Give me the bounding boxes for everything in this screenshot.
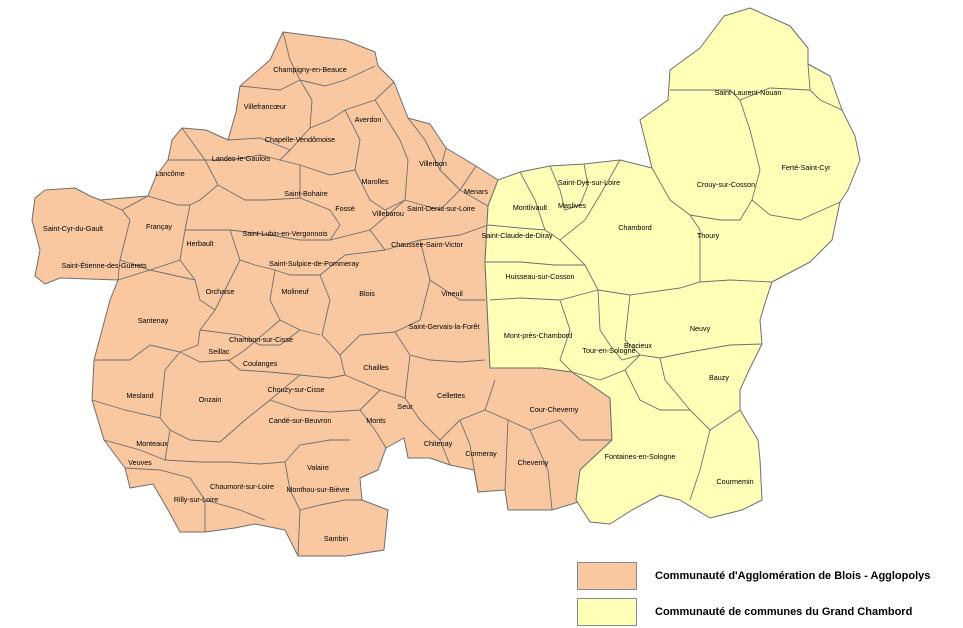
commune-label: Fontaines-en-Sologne (605, 452, 676, 461)
commune-label: Chaumont-sur-Loire (210, 482, 274, 491)
commune-label: Courmemin (716, 477, 753, 486)
commune-labels: Champigny-en-BeauceVillefrancœurAverdonC… (43, 65, 831, 543)
commune-label: Veuves (128, 458, 152, 467)
commune-label: Menars (464, 187, 488, 196)
commune-label: Cheverny (518, 458, 549, 467)
commune-label: Landes-le-Gaulois (212, 154, 271, 163)
commune-label: Monteaux (136, 439, 168, 448)
commune-label: Molineuf (281, 287, 308, 296)
commune-label: Maslives (558, 201, 586, 210)
commune-label: Saint-Sulpice-de-Pommeray (269, 259, 359, 268)
commune-label: Valaire (307, 463, 329, 472)
commune-label: Saint-Denis-sur-Loire (407, 204, 475, 213)
commune-label: Villerbon (419, 159, 447, 168)
commune-label: Santenay (138, 316, 169, 325)
commune-label: Cellettes (437, 391, 465, 400)
commune-label: Saint-Étienne-des-Guérets (61, 261, 147, 270)
commune-label: Chapelle-Vendômoise (265, 135, 335, 144)
commune-label: Huisseau-sur-Cosson (505, 272, 574, 281)
legend-swatch-grand-chambord (577, 598, 637, 626)
commune-label: Bracieux (624, 341, 652, 350)
commune-label: Villebarou (372, 209, 404, 218)
commune-label: Chambon-sur-Cisse (229, 335, 293, 344)
legend-label-agglopolys: Communauté d'Agglomération de Blois - Ag… (655, 570, 931, 582)
commune-label: Cormeray (465, 449, 497, 458)
commune-label: Bauzy (709, 373, 729, 382)
commune-label: Monts (366, 416, 386, 425)
commune-label: Marolles (361, 177, 389, 186)
commune-label: Saint-Claude-de-Diray (481, 231, 553, 240)
commune-label: Chailles (363, 363, 389, 372)
grand-chambord-region (484, 7, 861, 525)
commune-label: Ferté-Saint-Cyr (781, 163, 831, 172)
commune-label: Seillac (208, 347, 230, 356)
commune-label: Montlivault (513, 203, 547, 212)
commune-label: Saint-Bohaire (284, 189, 328, 198)
commune-label: Cour-Cheverny (530, 405, 579, 414)
commune-label: Saint-Cyr-du-Gault (43, 224, 103, 233)
commune-label: Champigny-en-Beauce (273, 65, 347, 74)
commune-label: Seur (397, 402, 413, 411)
commune-label: Sambin (324, 534, 348, 543)
commune-label: Chambord (618, 223, 652, 232)
commune-label: Thoury (697, 231, 720, 240)
commune-label: Fossé (335, 204, 355, 213)
commune-label: Vineuil (441, 289, 463, 298)
commune-label: Françay (146, 222, 172, 231)
commune-label: Rilly-sur-Loire (174, 495, 218, 504)
commune-label: Crouy-sur-Cosson (697, 180, 755, 189)
commune-label: Tour-en-Sologne (582, 346, 635, 355)
legend-item-grand-chambord: Communauté de communes du Grand Chambord (577, 598, 962, 628)
commune-label: Chouzy-sur-Cisse (267, 385, 324, 394)
commune-label: Saint-Laurent-Nouan (715, 88, 782, 97)
commune-label: Coulanges (243, 359, 278, 368)
commune-label: Chaussée-Saint-Victor (391, 240, 463, 249)
commune-label: Mont-près-Chambord (504, 331, 572, 340)
commune-label: Mesland (126, 391, 153, 400)
commune-label: Neuvy (690, 324, 711, 333)
commune-label: Lancôme (155, 169, 185, 178)
commune-label: Herbault (186, 239, 213, 248)
legend-label-grand-chambord: Communauté de communes du Grand Chambord (655, 606, 913, 618)
commune-label: Blois (359, 289, 375, 298)
commune-label: Villefrancœur (244, 102, 287, 111)
commune-label: Averdon (355, 115, 382, 124)
commune-label: Chitenay (424, 439, 453, 448)
commune-label: Saint-Lubin-en-Vergonnois (242, 229, 328, 238)
commune-label: Saint-Gervais-la-Forêt (409, 322, 480, 331)
commune-label: Monthou-sur-Bièvre (286, 485, 349, 494)
commune-label: Saint-Dyé-sur-Loire (558, 178, 620, 187)
legend-swatch-agglopolys (577, 562, 637, 590)
legend-item-agglopolys: Communauté d'Agglomération de Blois - Ag… (577, 562, 962, 592)
commune-borders (91, 31, 843, 557)
commune-label: Candé-sur-Beuvron (269, 416, 332, 425)
commune-label: Onzain (199, 395, 222, 404)
commune-label: Orchaise (206, 287, 235, 296)
